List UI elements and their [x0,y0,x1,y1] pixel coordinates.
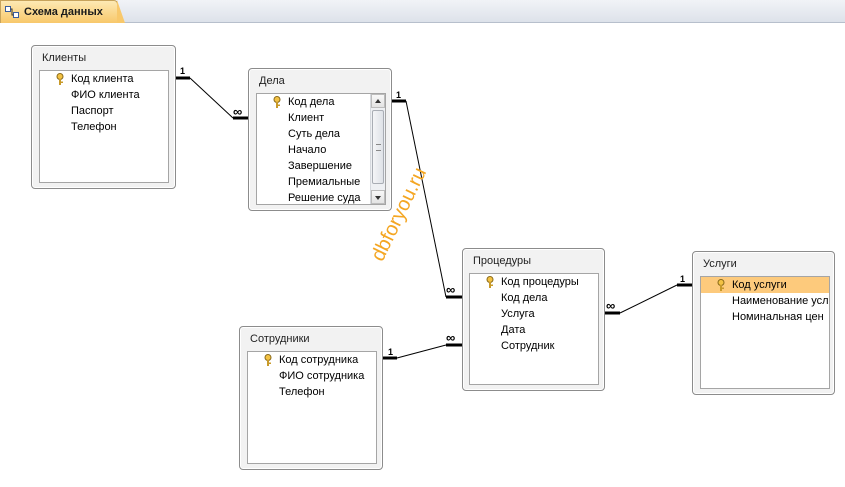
field-list[interactable]: Код клиента ФИО клиента Паспорт Телефон [39,70,169,183]
field-case-id[interactable]: Код дела [501,292,548,304]
field-list[interactable]: Код сотрудника ФИО сотрудника Телефон [247,351,377,464]
field-bonus[interactable]: Премиальные [288,176,361,188]
tab-label: Схема данных [24,6,103,18]
tab-schema[interactable]: Схема данных [0,0,125,23]
field-client[interactable]: Клиент [288,112,325,124]
table-clients[interactable]: Клиенты Код клиента ФИО клиента Паспорт … [31,45,176,189]
primary-key-icon [264,354,272,366]
field-service-id[interactable]: Код услуги [701,277,829,293]
field-service[interactable]: Услуга [501,308,535,320]
field-list[interactable]: Код дела Клиент Суть дела Начало Заверше… [256,93,386,205]
field-service-name[interactable]: Наименование усл [732,295,829,307]
vertical-scrollbar[interactable] [370,94,385,204]
field-client-id[interactable]: Код клиента [40,71,168,87]
field-start[interactable]: Начало [288,144,327,156]
field-list[interactable]: Код процедуры Код дела Услуга Дата Сотру… [469,273,599,385]
primary-key-icon [273,96,281,108]
table-procedures[interactable]: Процедуры Код процедуры Код дела Услуга … [462,248,605,391]
table-title[interactable]: Процедуры [473,255,532,267]
primary-key-icon [717,279,725,291]
field-court-decision[interactable]: Решение суда [288,192,361,204]
scroll-up-icon[interactable] [371,94,385,108]
table-cases[interactable]: Дела Код дела Клиент Суть дела Начало За… [248,68,392,211]
scroll-thumb[interactable] [372,110,384,184]
field-end[interactable]: Завершение [288,160,352,172]
field-case-essence[interactable]: Суть дела [288,128,340,140]
field-procedure-id[interactable]: Код процедуры [470,274,598,290]
primary-key-icon [56,73,64,85]
field-date[interactable]: Дата [501,324,526,336]
field-employee[interactable]: Сотрудник [501,340,555,352]
table-title[interactable]: Дела [259,75,285,87]
table-title[interactable]: Услуги [703,258,737,270]
table-title[interactable]: Сотрудники [250,333,310,345]
field-employee-name[interactable]: ФИО сотрудника [279,370,365,382]
field-passport[interactable]: Паспорт [71,105,114,117]
primary-key-icon [486,276,494,288]
field-phone[interactable]: Телефон [279,386,325,398]
table-employees[interactable]: Сотрудники Код сотрудника ФИО сотрудника… [239,326,383,470]
relationships-icon [5,6,19,18]
field-case-id[interactable]: Код дела [257,94,385,110]
field-list[interactable]: Код услуги Наименование усл Номинальная … [700,276,830,389]
field-client-name[interactable]: ФИО клиента [71,89,140,101]
field-phone[interactable]: Телефон [71,121,117,133]
field-employee-id[interactable]: Код сотрудника [248,352,376,368]
table-services[interactable]: Услуги Код услуги Наименование усл Номин… [692,251,835,395]
document-tab-strip: Схема данных [0,0,845,23]
table-title[interactable]: Клиенты [42,52,87,64]
field-nominal-price[interactable]: Номинальная цен [732,311,824,323]
scroll-down-icon[interactable] [371,190,385,204]
